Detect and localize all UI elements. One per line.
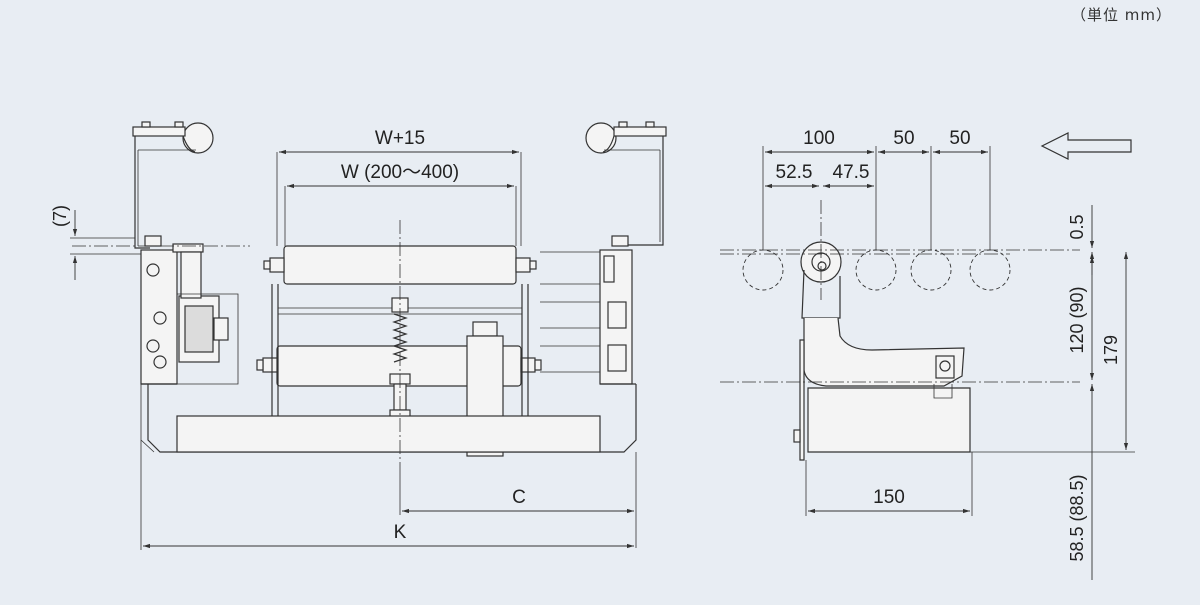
pipe-sections [742, 249, 1011, 291]
label-k: K [394, 522, 407, 543]
lower-roller [256, 345, 542, 387]
label-47-5: 47.5 [833, 162, 870, 183]
side-view: 100 50 50 52.5 47.5 0.5 [720, 128, 1135, 580]
label-100: 100 [803, 128, 835, 149]
label-58-5: 58.5 (88.5) [1067, 474, 1087, 561]
label-7: (7) [50, 205, 70, 227]
label-w15: W+15 [375, 128, 425, 149]
dim-0-5: 0.5 [1067, 205, 1095, 275]
dim-52-5: 52.5 [765, 162, 819, 189]
dim-7: (7) [50, 205, 141, 280]
dim-50b: 50 [933, 128, 988, 155]
label-50b: 50 [949, 128, 970, 149]
unit-label: （単位 mm） [1071, 6, 1172, 24]
label-50a: 50 [893, 128, 914, 149]
label-52-5: 52.5 [776, 162, 813, 183]
dim-w-plus-15: W+15 [276, 128, 522, 246]
base-channel [140, 383, 637, 453]
left-pipe-clamp [132, 121, 214, 249]
dim-c: C [399, 452, 637, 548]
label-120: 120 (90) [1067, 286, 1087, 353]
dim-47-5: 47.5 [823, 162, 874, 189]
dim-150: 150 [805, 452, 973, 516]
right-pipe-clamp [585, 121, 667, 247]
front-view: W+15 W (200～400) (7) C [50, 121, 667, 550]
dim-k: K [140, 440, 634, 550]
label-w: W (200～400) [341, 162, 459, 183]
dim-50a: 50 [878, 128, 929, 155]
right-arm [521, 284, 529, 420]
left-side-frame [140, 243, 239, 385]
label-c: C [512, 487, 526, 508]
dim-100: 100 [762, 128, 991, 250]
left-arm [271, 284, 279, 420]
dim-179: 179 [970, 252, 1135, 453]
dim-w: W (200～400) [284, 162, 517, 246]
dim-58-5: 58.5 (88.5) [1067, 384, 1095, 580]
label-150: 150 [873, 487, 905, 508]
dim-120: 120 (90) [1067, 256, 1095, 380]
direction-arrow [1040, 132, 1132, 160]
label-0-5: 0.5 [1067, 214, 1087, 239]
right-side-frame [540, 249, 633, 385]
label-179: 179 [1101, 335, 1121, 365]
